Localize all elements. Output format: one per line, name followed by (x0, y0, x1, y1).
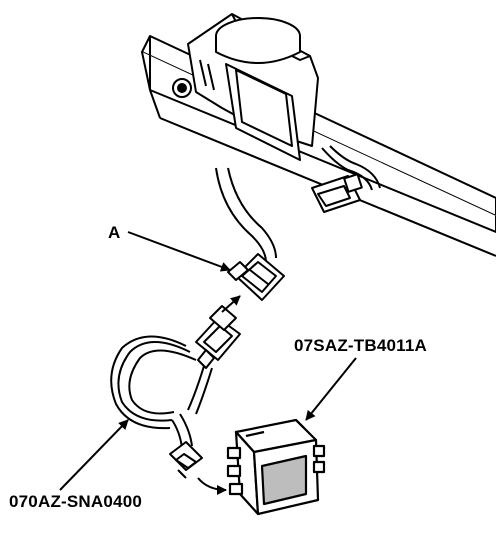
adapter-harness-plug (195, 305, 241, 369)
arrow-adapter-to-connector (221, 295, 241, 313)
arrow-plug-to-module (197, 477, 227, 495)
connector-a-label: A (108, 223, 121, 242)
mounted-unit-assembly (141, 13, 496, 257)
connector-a (227, 253, 285, 301)
harness-part-number-label: 070AZ-SNA0400 (9, 492, 142, 511)
arrow-to-connector-a (127, 231, 231, 272)
harness-end-plug (169, 441, 203, 479)
vehicle-harness-wire (215, 167, 277, 263)
control-module (226, 418, 326, 516)
module-part-number-label: 07SAZ-TB4011A (294, 336, 427, 355)
arrow-to-module (305, 357, 357, 421)
callout-arrows (59, 231, 357, 495)
test-harness-cable (110, 335, 213, 449)
arrow-to-harness (59, 419, 129, 491)
